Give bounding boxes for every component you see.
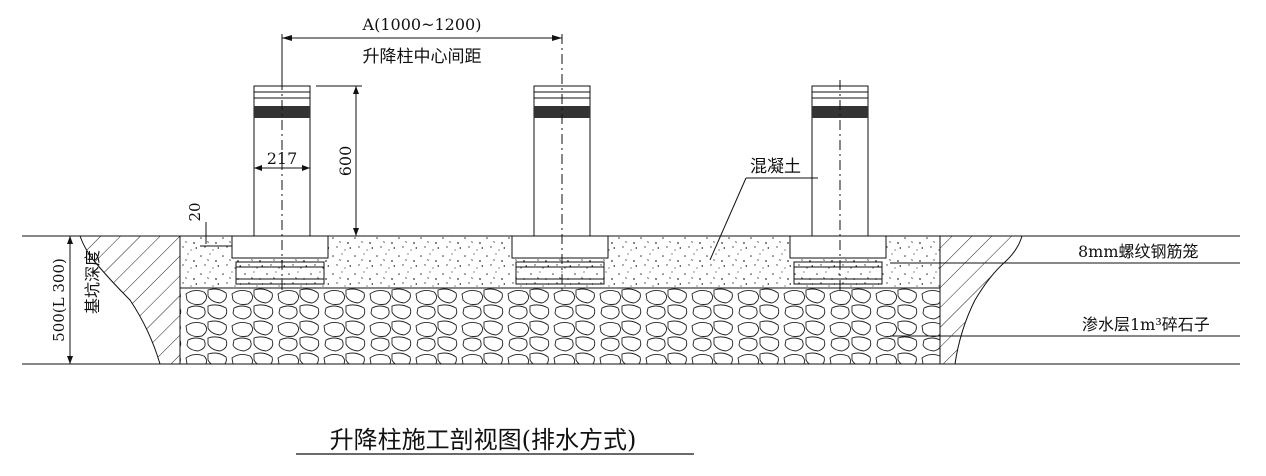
gravel-layer	[179, 287, 941, 365]
bollard-1	[231, 80, 329, 290]
offset-value: 20	[186, 202, 204, 221]
pit-depth-caption: 基坑深度	[83, 250, 102, 314]
soil-right	[939, 235, 1023, 365]
concrete-leader	[709, 177, 747, 261]
pit-depth-value: 500(L 300)	[50, 258, 68, 342]
concrete-label: 混凝土	[750, 157, 801, 177]
spacing-caption: 升降柱中心间距	[363, 47, 482, 67]
rebar-cage-label: 8mm螺纹钢筋笼	[1078, 242, 1199, 261]
drawing-title: 升降柱施工剖视图(排水方式)	[330, 426, 637, 454]
bollard-3	[789, 80, 887, 290]
drainage-label: 渗水层1m³碎石子	[1082, 315, 1210, 334]
height-value: 600	[336, 146, 355, 177]
diameter-value: 217	[267, 149, 298, 168]
bollard-2	[511, 34, 609, 290]
soil-left	[79, 235, 181, 365]
spacing-value: A(1000~1200)	[362, 15, 482, 34]
